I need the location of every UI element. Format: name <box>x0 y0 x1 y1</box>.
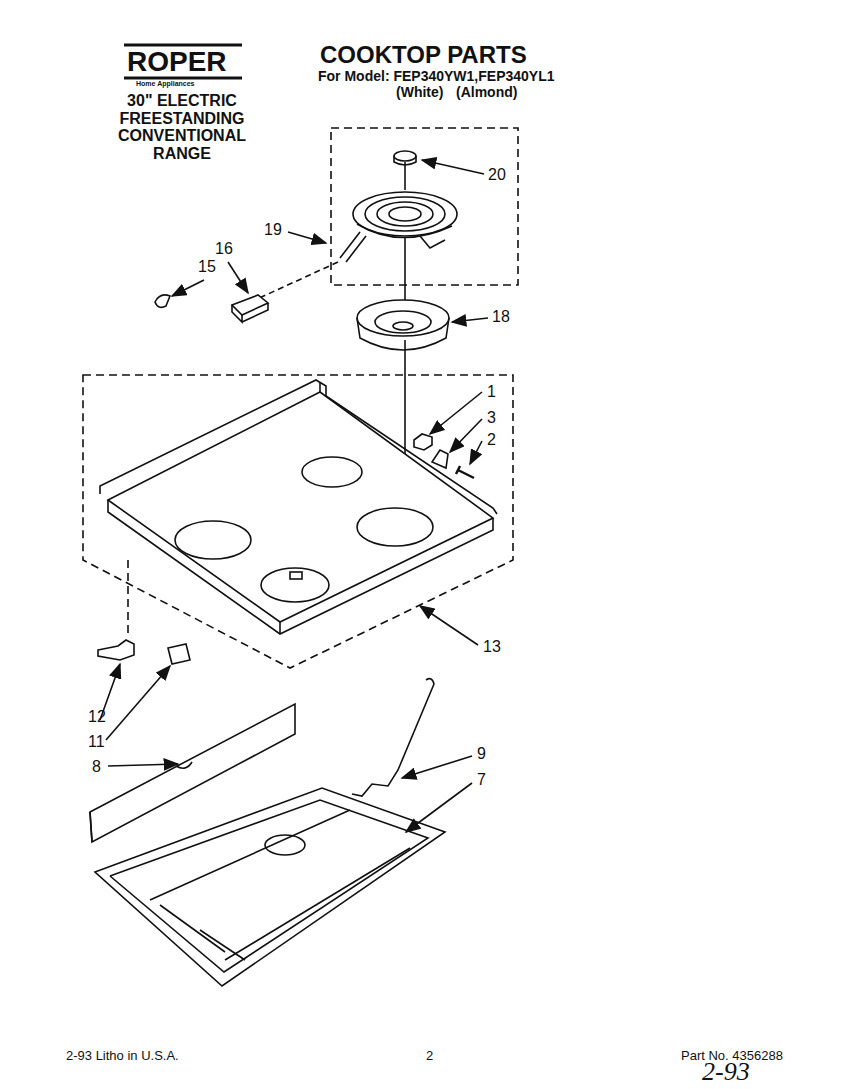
callout-number: 9 <box>477 745 486 763</box>
callout-number: 18 <box>492 308 510 326</box>
color-note: (White) <box>396 85 443 100</box>
handwritten-date: 2-93 <box>702 1058 750 1087</box>
callout-number: 13 <box>483 638 501 656</box>
callout-number: 16 <box>215 240 233 258</box>
callout-number: 11 <box>88 733 105 751</box>
callout-number: 19 <box>264 221 282 239</box>
callout-number: 8 <box>92 758 101 776</box>
callout-number: 15 <box>198 258 216 276</box>
callout-number: 3 <box>487 409 496 427</box>
footer-note: 2-93 Litho in U.S.A. <box>66 1049 179 1063</box>
brand-tagline: Home Appliances <box>136 80 194 88</box>
color-note: (Almond) <box>456 85 517 100</box>
brand-logo: ROPER <box>127 47 227 78</box>
page-title: COOKTOP PARTS <box>320 42 527 68</box>
callout-number: 1 <box>487 383 496 401</box>
model-line: For Model: FEP340YW1,FEP340YL1 <box>318 69 555 84</box>
callout-number: 12 <box>88 708 106 726</box>
callout-number: 7 <box>477 771 486 789</box>
callout-number: 2 <box>487 431 496 449</box>
page-number: 2 <box>426 1049 433 1063</box>
product-heading: 30" ELECTRIC FREESTANDING CONVENTIONAL R… <box>102 92 262 162</box>
callout-number: 20 <box>488 166 506 184</box>
